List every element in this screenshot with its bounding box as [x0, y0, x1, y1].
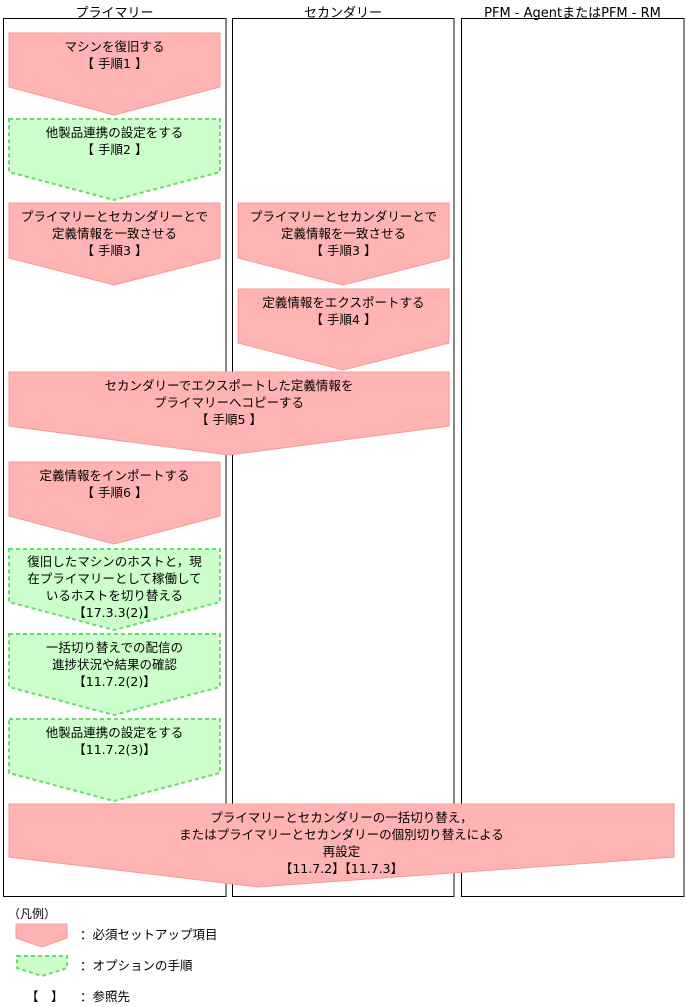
legend-optional-shape — [16, 955, 68, 978]
shape-step6 — [8, 461, 221, 545]
shape-final — [8, 803, 675, 888]
legend-optional-label: ：オプションの手順 — [80, 958, 193, 973]
column-title-primary: プライマリー — [75, 6, 154, 21]
shape-option1 — [8, 548, 221, 632]
legend-reference-label: ：参照先 — [80, 989, 131, 1004]
step5-text: セカンダリーでエクスポートした定義情報を プライマリーへコピーする 【 手順5 … — [104, 378, 354, 427]
step4-text: 定義情報をエクスポートする 【 手順4 】 — [262, 295, 425, 327]
column-title-secondary: セカンダリー — [303, 6, 382, 21]
option1-text: 復旧したマシンのホストと，現 在プライマリーとして稼働して いるホストを切り替え… — [27, 554, 202, 620]
step6-text: 定義情報をインポートする 【 手順6 】 — [39, 468, 190, 500]
shape-step5 — [8, 371, 450, 456]
legend-reference-symbol: 【 】 — [26, 989, 64, 1004]
option2-text: 一括切り替えでの配信の 進捗状況や結果の確認 【11.7.2(2)】 — [45, 640, 184, 689]
step3-primary-text: プライマリーとセカンダリーとで 定義情報を一致させる 【 手順3 】 — [20, 209, 209, 258]
shape-option3 — [8, 718, 221, 803]
lane-pfm — [461, 18, 685, 897]
shape-step4 — [237, 288, 450, 371]
final-step-text: プライマリーとセカンダリーの一括切り替え， またはプライマリーとセカンダリーの個… — [179, 810, 504, 876]
step3-secondary-text: プライマリーとセカンダリーとで 定義情報を一致させる 【 手順3 】 — [249, 209, 438, 258]
step2-text: 他製品連携の設定をする 【 手順2 】 — [45, 125, 184, 157]
step1-text: マシンを復旧する 【 手順1 】 — [64, 39, 165, 71]
option3-text: 他製品連携の設定をする 【11.7.2(3)】 — [45, 725, 184, 757]
shape-step3-primary — [8, 202, 221, 286]
shape-step2 — [8, 118, 221, 202]
shape-step1 — [8, 32, 221, 116]
column-title-pfm: PFM - AgentまたはPFM - RM — [484, 6, 661, 21]
legend-required-shape — [15, 923, 68, 948]
legend-required-label: ：必須セットアップ項目 — [80, 927, 218, 942]
lane-primary — [3, 18, 227, 897]
shape-step3-secondary — [237, 202, 450, 286]
shape-option2 — [8, 633, 221, 717]
lane-secondary — [232, 18, 455, 897]
legend-title: （凡例） — [8, 907, 57, 921]
